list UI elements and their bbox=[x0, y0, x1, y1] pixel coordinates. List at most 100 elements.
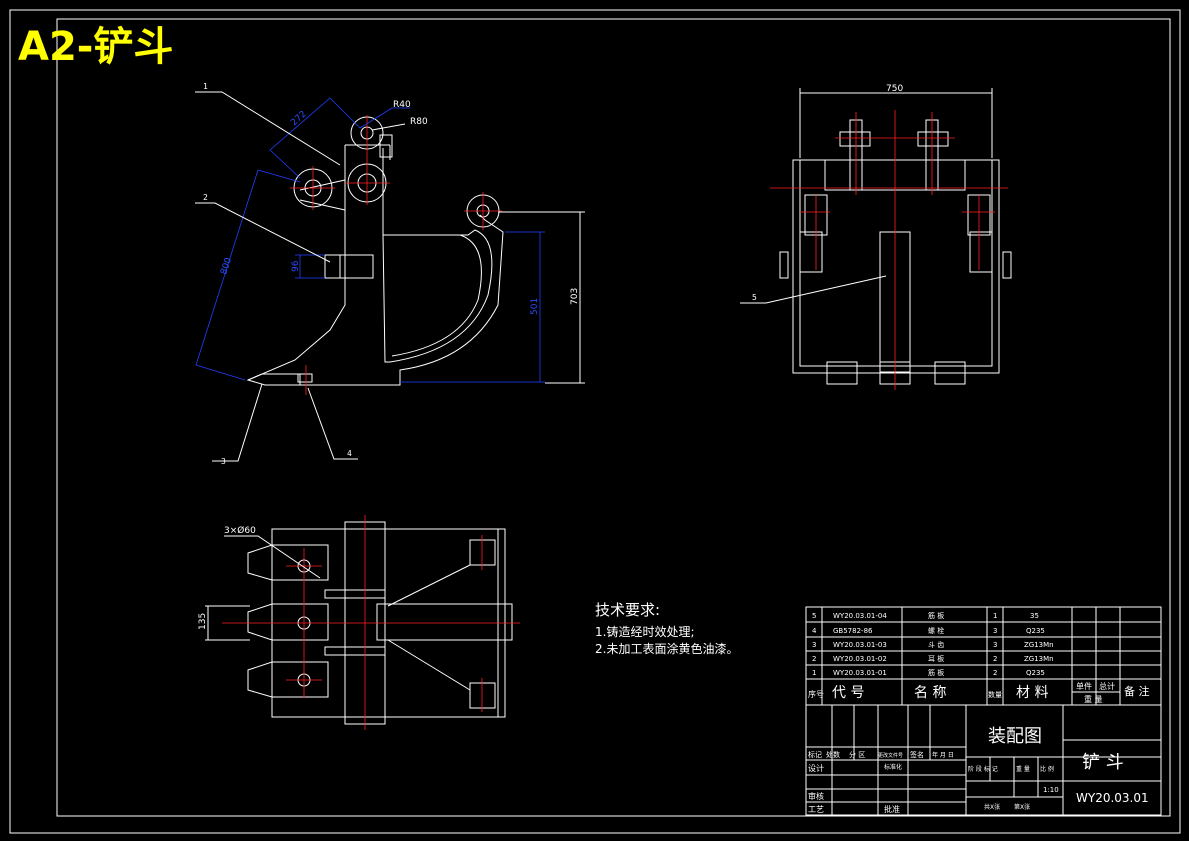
side-inner-body bbox=[799, 159, 993, 367]
dim-703: 703 bbox=[570, 288, 580, 305]
lug-boss-right bbox=[917, 131, 949, 147]
bolt-head bbox=[297, 373, 313, 383]
bom-header-material: 材 料 bbox=[1016, 685, 1048, 701]
dim-ext bbox=[195, 364, 246, 381]
corner-block-top bbox=[469, 539, 496, 566]
right-plate bbox=[969, 231, 993, 273]
title-block: 标记 处数 分 区 更改文件号 签名 年 月 日 设计 标准化 审核 工艺 批准… bbox=[805, 704, 1162, 816]
rib-line bbox=[387, 639, 471, 691]
bom-header-code: 代 号 bbox=[832, 685, 864, 701]
leader-4 bbox=[307, 387, 358, 460]
dim-r80: R80 bbox=[410, 117, 428, 127]
dim-line-272 bbox=[269, 97, 331, 151]
tb-ratio: 比 例 bbox=[1040, 765, 1054, 773]
leader-holes bbox=[224, 535, 321, 579]
tb-check: 审核 bbox=[808, 791, 824, 801]
dim-501: 501 bbox=[530, 298, 540, 315]
bom-code: WY20.03.01-03 bbox=[833, 641, 887, 649]
cross-pin-bottom bbox=[324, 646, 386, 656]
bucket-inner-curve bbox=[382, 148, 493, 363]
bom-header-no: 序号 bbox=[808, 689, 824, 699]
tb-change-doc: 更改文件号 bbox=[878, 752, 903, 759]
part-label-4: 4 bbox=[347, 449, 352, 458]
bom-code: WY20.03.01-04 bbox=[833, 612, 887, 620]
dim-750: 750 bbox=[886, 84, 903, 94]
sheet-title: A2-铲斗 bbox=[18, 24, 173, 70]
leader-r40 bbox=[359, 107, 393, 129]
tb-approve: 批准 bbox=[884, 804, 900, 814]
dim-ext bbox=[257, 169, 301, 183]
center-pin-region bbox=[376, 603, 513, 641]
tb-standardize: 标准化 bbox=[884, 763, 902, 771]
leader-2 bbox=[195, 202, 331, 263]
bom-name: 斗 齿 bbox=[928, 641, 944, 649]
inner-border bbox=[56, 18, 1171, 817]
tb-scale: 1:10 bbox=[1043, 786, 1059, 794]
bom-no: 1 bbox=[812, 669, 816, 677]
tb-sheets-total: 共X张 bbox=[984, 803, 1000, 811]
drawing-no: WY20.03.01 bbox=[1076, 791, 1149, 805]
bom-material: ZG13Mn bbox=[1024, 655, 1054, 663]
bom-name: 筋 板 bbox=[928, 668, 944, 677]
requirements-heading: 技术要求: bbox=[595, 601, 660, 619]
tb-zone: 分 区 bbox=[849, 750, 865, 759]
bom-header-name: 名 称 bbox=[914, 685, 946, 701]
bom-table: 5 WY20.03.01-04 筋 板 1 35 4 GB5782-86 螺 栓… bbox=[805, 606, 1162, 706]
tb-design: 设计 bbox=[808, 763, 824, 773]
bom-code: WY20.03.01-01 bbox=[833, 669, 887, 677]
rib-line bbox=[387, 564, 471, 607]
tb-weight: 重 量 bbox=[1016, 765, 1030, 773]
tb-date: 年 月 日 bbox=[932, 751, 954, 759]
side-view: 750 5 bbox=[740, 84, 1012, 390]
dim-96: 96 bbox=[291, 260, 301, 272]
tooth-left bbox=[826, 361, 858, 385]
tb-mark: 标记 bbox=[808, 750, 822, 759]
part-name: 铲 斗 bbox=[1082, 752, 1124, 773]
bom-material: ZG13Mn bbox=[1024, 641, 1054, 649]
dim-800: 800 bbox=[219, 256, 234, 276]
left-stub bbox=[779, 251, 789, 279]
dim-ext bbox=[269, 149, 301, 179]
dim-135: 135 bbox=[198, 613, 208, 630]
dim-r40: R40 bbox=[393, 100, 411, 110]
bom-header-total: 总计 bbox=[1099, 681, 1115, 691]
dim-ext bbox=[329, 97, 361, 129]
requirement-item-2: 2.未加工表面涂黄色油漆。 bbox=[595, 641, 738, 656]
bom-qty: 2 bbox=[993, 655, 997, 663]
bom-qty: 1 bbox=[993, 612, 997, 620]
part-label-3: 3 bbox=[221, 457, 226, 466]
tooth-right bbox=[934, 361, 966, 385]
bom-header-weight: 重 量 bbox=[1084, 694, 1103, 704]
bom-qty: 2 bbox=[993, 669, 997, 677]
bom-code: GB5782-86 bbox=[833, 627, 873, 635]
outer-border bbox=[9, 9, 1181, 834]
bucket-inner-curve-2 bbox=[383, 234, 482, 357]
bom-name: 螺 栓 bbox=[928, 626, 944, 635]
bom-material: 35 bbox=[1030, 612, 1039, 620]
bom-no: 3 bbox=[812, 641, 816, 649]
bom-qty: 3 bbox=[993, 627, 997, 635]
bom-qty: 3 bbox=[993, 641, 997, 649]
bom-header-remark: 备 注 bbox=[1124, 684, 1150, 698]
bom-material: Q235 bbox=[1026, 627, 1045, 635]
part-label-5: 5 bbox=[752, 293, 757, 302]
tb-count: 处数 bbox=[826, 750, 840, 759]
leader-3 bbox=[212, 383, 263, 462]
bom-no: 5 bbox=[812, 612, 816, 620]
technical-requirements: 技术要求: 1.铸造经时效处理; 2.未加工表面涂黄色油漆。 bbox=[595, 601, 738, 656]
dim-holes: 3×Ø60 bbox=[224, 525, 256, 536]
tb-stage: 阶 段 标 记 bbox=[968, 765, 998, 773]
side-plate-block bbox=[324, 254, 374, 279]
right-stub bbox=[1002, 251, 1012, 279]
bom-name: 筋 板 bbox=[928, 611, 944, 620]
lug-boss-left bbox=[839, 131, 871, 147]
tooth-tip bbox=[247, 373, 301, 385]
bom-no: 2 bbox=[812, 655, 816, 663]
front-view: 1 2 3 4 R40 R80 272 800 96 501 703 bbox=[195, 82, 585, 466]
cross-pin-top bbox=[324, 589, 386, 599]
requirement-item-1: 1.铸造经时效处理; bbox=[595, 624, 695, 639]
left-plate bbox=[799, 231, 823, 273]
dim-line-800 bbox=[195, 169, 259, 366]
leader-5 bbox=[740, 275, 887, 304]
tb-signature: 签名 bbox=[910, 750, 924, 759]
